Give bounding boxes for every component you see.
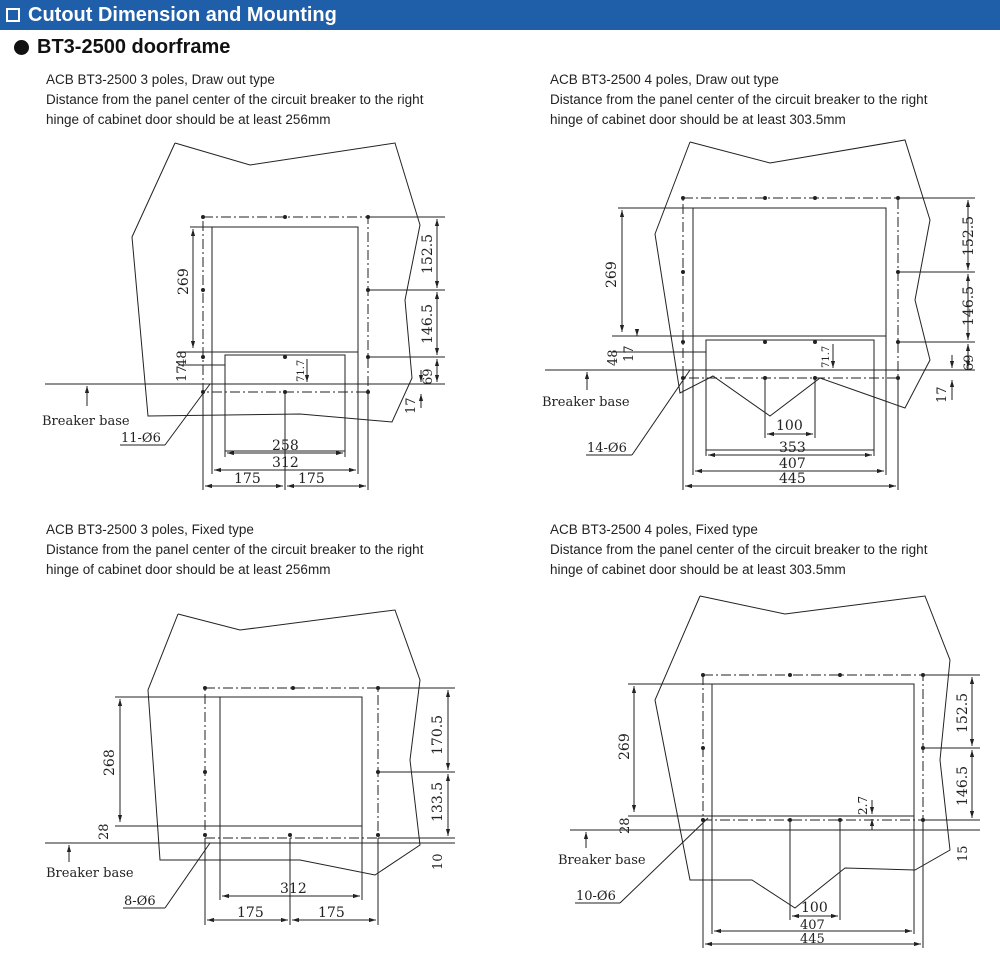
dim-146-5: 146.5 xyxy=(961,286,977,326)
dim-152-5: 152.5 xyxy=(955,693,971,733)
panel-text-line: hinge of cabinet door should be at least… xyxy=(550,562,846,577)
cutout-center-line xyxy=(202,216,369,393)
panel-text-line: hinge of cabinet door should be at least… xyxy=(46,562,331,577)
panel-text-line: hinge of cabinet door should be at least… xyxy=(46,112,331,127)
drawing-3p-fixed: Breaker base 8-Ø6 268 28 170.5 133.5 10 … xyxy=(45,609,455,925)
mount-holes xyxy=(681,196,900,380)
dim-69: 69 xyxy=(962,354,977,371)
subsection-heading: BT3-2500 doorframe xyxy=(14,36,230,59)
dim-175b: 175 xyxy=(298,471,325,487)
section-banner: Cutout Dimension and Mounting xyxy=(0,0,1000,30)
dim-175a: 175 xyxy=(234,471,261,487)
section-title: Cutout Dimension and Mounting xyxy=(28,3,337,26)
dim-48: 48 xyxy=(175,350,190,367)
holes-label: 11-Ø6 xyxy=(121,431,161,446)
dim-17b: 17 xyxy=(935,386,950,403)
panel-text-line: Distance from the panel center of the ci… xyxy=(46,542,424,557)
panel-text-line: Distance from the panel center of the ci… xyxy=(550,542,928,557)
dim-100: 100 xyxy=(776,418,803,434)
panel-text-line: Distance from the panel center of the ci… xyxy=(46,92,424,107)
dim-269: 269 xyxy=(604,261,620,288)
dim-17a: 17 xyxy=(622,345,637,362)
holes-label: 14-Ø6 xyxy=(587,441,627,456)
holes-label: 10-Ø6 xyxy=(576,889,616,904)
cutout-center-line xyxy=(702,674,924,821)
breaker-base-label: Breaker base xyxy=(42,414,130,429)
drawing-3p-drawout: Breaker base 11-Ø6 269 48 17 71.7 152.5 … xyxy=(42,142,445,490)
dim-133-5: 133.5 xyxy=(430,782,446,822)
holes-label: 8-Ø6 xyxy=(124,894,156,909)
dim-17a: 17 xyxy=(175,365,190,382)
dim-445: 445 xyxy=(800,932,825,947)
breaker-cutout xyxy=(211,226,359,353)
panel-title: ACB BT3-2500 4 poles, Fixed type xyxy=(550,522,758,537)
mount-holes xyxy=(203,686,380,837)
door-outline xyxy=(654,595,951,909)
subsection-title: BT3-2500 doorframe xyxy=(37,36,231,58)
bullet-dot-icon xyxy=(14,40,29,55)
dim-15: 15 xyxy=(956,845,971,862)
breaker-cutout xyxy=(692,207,887,337)
dim-175a: 175 xyxy=(237,905,264,921)
dim-445: 445 xyxy=(779,471,806,487)
checkbox-square-icon xyxy=(6,8,20,22)
dim-28: 28 xyxy=(618,817,633,834)
panel-description-4: ACB BT3-2500 4 poles, Fixed type Distanc… xyxy=(550,520,927,580)
dim-268: 268 xyxy=(102,749,118,776)
dim-152-5: 152.5 xyxy=(420,234,436,274)
dim-312: 312 xyxy=(280,881,307,897)
breaker-base-label: Breaker base xyxy=(558,853,646,868)
dim-146-5: 146.5 xyxy=(420,304,436,344)
dim-71-7: 71.7 xyxy=(296,360,307,382)
cutout-center-line xyxy=(204,687,379,839)
breaker-body xyxy=(705,339,875,451)
breaker-base-label: Breaker base xyxy=(542,395,630,410)
panel-description-2: ACB BT3-2500 4 poles, Draw out type Dist… xyxy=(550,70,927,130)
dim-407: 407 xyxy=(800,918,825,933)
panel-title: ACB BT3-2500 4 poles, Draw out type xyxy=(550,72,779,87)
panel-description-3: ACB BT3-2500 3 poles, Fixed type Distanc… xyxy=(46,520,423,580)
breaker-base-label: Breaker base xyxy=(46,866,134,881)
door-outline xyxy=(654,139,931,417)
dim-407: 407 xyxy=(779,456,806,472)
breaker-cutout xyxy=(711,683,915,817)
dim-10: 10 xyxy=(431,853,446,870)
dim-353: 353 xyxy=(779,440,806,456)
dim-146-5: 146.5 xyxy=(955,766,971,806)
breaker-cutout xyxy=(219,696,363,827)
panel-description-1: ACB BT3-2500 3 poles, Draw out type Dist… xyxy=(46,70,423,130)
dim-48: 48 xyxy=(606,349,621,366)
door-outline xyxy=(147,609,421,876)
cutout-center-line xyxy=(682,197,899,379)
dim-2-7: 2.7 xyxy=(856,796,870,815)
panel-text-line: Distance from the panel center of the ci… xyxy=(550,92,928,107)
dim-28: 28 xyxy=(97,823,112,840)
dim-17b: 17 xyxy=(404,397,419,414)
door-outline xyxy=(131,142,421,423)
dim-100: 100 xyxy=(801,900,828,916)
dim-152-5: 152.5 xyxy=(961,216,977,256)
dim-175b: 175 xyxy=(318,905,345,921)
drawing-4p-fixed: Breaker base 10-Ø6 269 28 2.7 152.5 146.… xyxy=(558,595,980,948)
panel-text-line: hinge of cabinet door should be at least… xyxy=(550,112,846,127)
panel-title: ACB BT3-2500 3 poles, Draw out type xyxy=(46,72,275,87)
drawing-4p-drawout: Breaker base 14-Ø6 269 48 17 71.7 152.5 … xyxy=(542,139,977,490)
dim-71-7: 71.7 xyxy=(821,346,832,368)
dim-69: 69 xyxy=(421,368,436,385)
dim-170-5: 170.5 xyxy=(430,715,446,755)
dim-269: 269 xyxy=(617,733,633,760)
dim-269: 269 xyxy=(176,268,192,295)
panel-title: ACB BT3-2500 3 poles, Fixed type xyxy=(46,522,254,537)
mount-holes xyxy=(701,673,925,822)
